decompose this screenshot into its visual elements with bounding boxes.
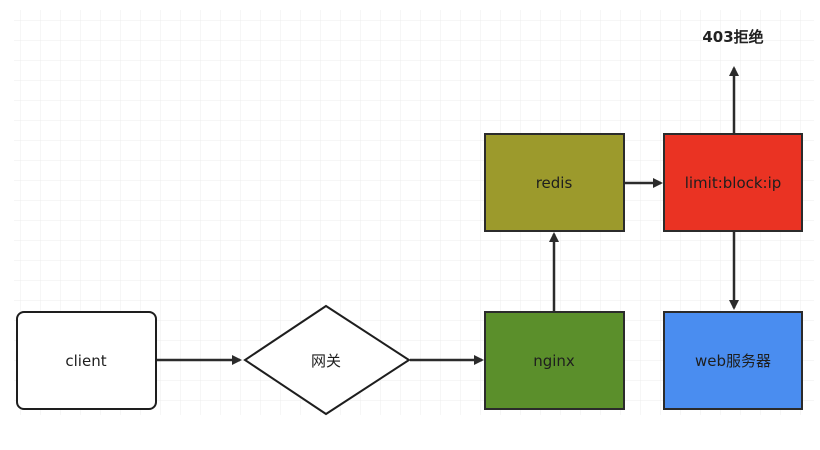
node-web-label: web服务器: [695, 352, 771, 370]
node-nginx: nginx: [484, 311, 625, 410]
node-nginx-label: nginx: [533, 352, 575, 370]
node-limit-label: limit:block:ip: [685, 174, 782, 192]
node-client: client: [16, 311, 157, 410]
node-web-server: web服务器: [663, 311, 803, 410]
node-gateway-label: 网关: [311, 352, 341, 370]
node-client-label: client: [65, 352, 106, 370]
reject-label: 403拒绝: [702, 28, 763, 46]
node-limit-block-ip: limit:block:ip: [663, 133, 803, 232]
node-redis-label: redis: [536, 174, 573, 192]
node-gateway: 网关: [243, 304, 411, 416]
node-redis: redis: [484, 133, 625, 232]
